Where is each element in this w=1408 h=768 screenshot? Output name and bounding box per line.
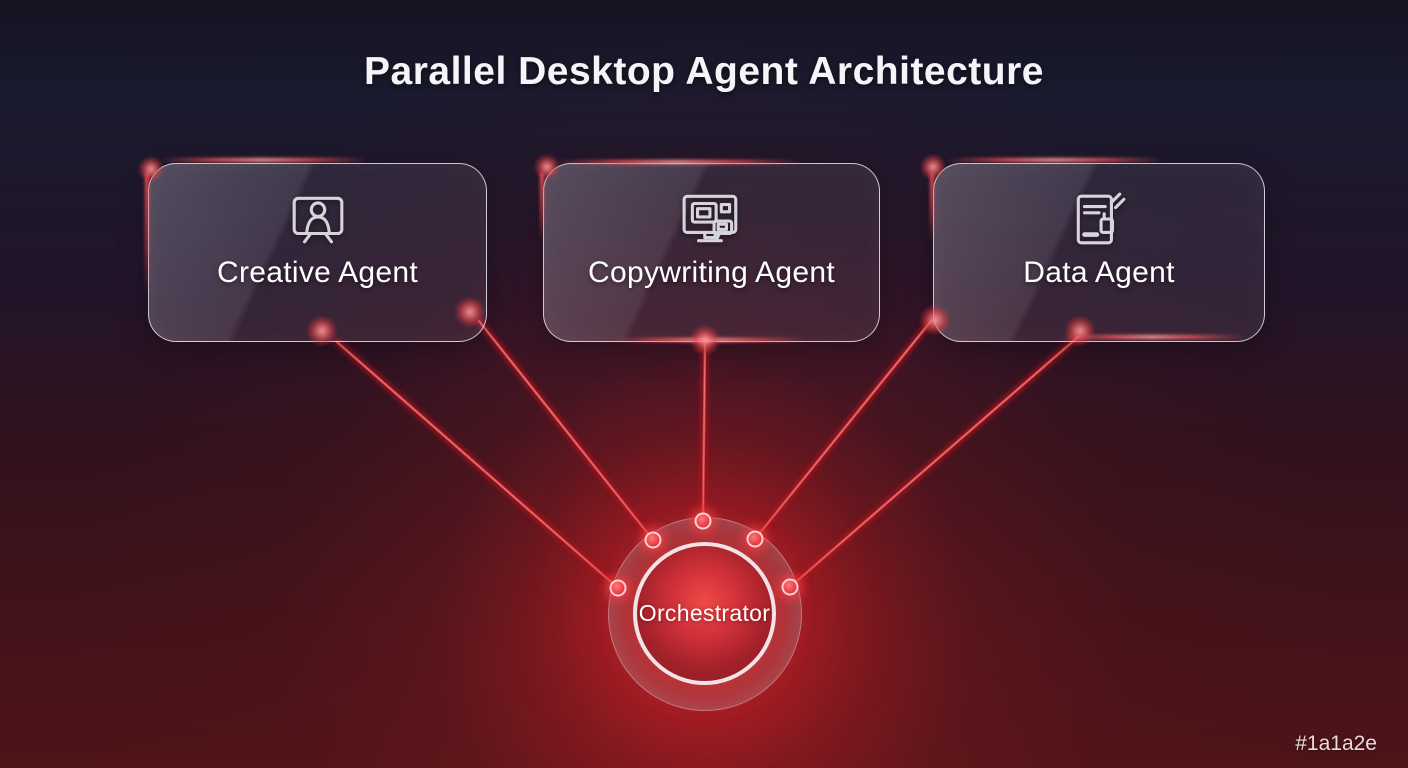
orchestrator-label: Orchestrator (638, 600, 771, 626)
agent-card-creative[interactable]: Creative Agent (148, 163, 487, 342)
orchestrator-node[interactable]: Orchestrator (633, 542, 776, 685)
page-title: Parallel Desktop Agent Architecture (364, 50, 1044, 93)
monitor-windows-icon (681, 188, 743, 250)
background-hex-label: #1a1a2e (1295, 732, 1377, 755)
agent-card-label: Data Agent (1023, 256, 1175, 289)
connection-dot (781, 578, 799, 596)
agent-card-copywriting[interactable]: Copywriting Agent (543, 163, 880, 342)
connection-dot (609, 579, 627, 597)
agent-card-label: Creative Agent (217, 256, 418, 289)
agent-card-data[interactable]: Data Agent (933, 163, 1265, 342)
document-edit-icon (1070, 188, 1128, 250)
connection-dot (746, 530, 764, 548)
connection-dot (694, 512, 712, 530)
connection-dot (644, 531, 662, 549)
presenter-icon (289, 188, 347, 250)
agent-card-label: Copywriting Agent (588, 256, 835, 289)
